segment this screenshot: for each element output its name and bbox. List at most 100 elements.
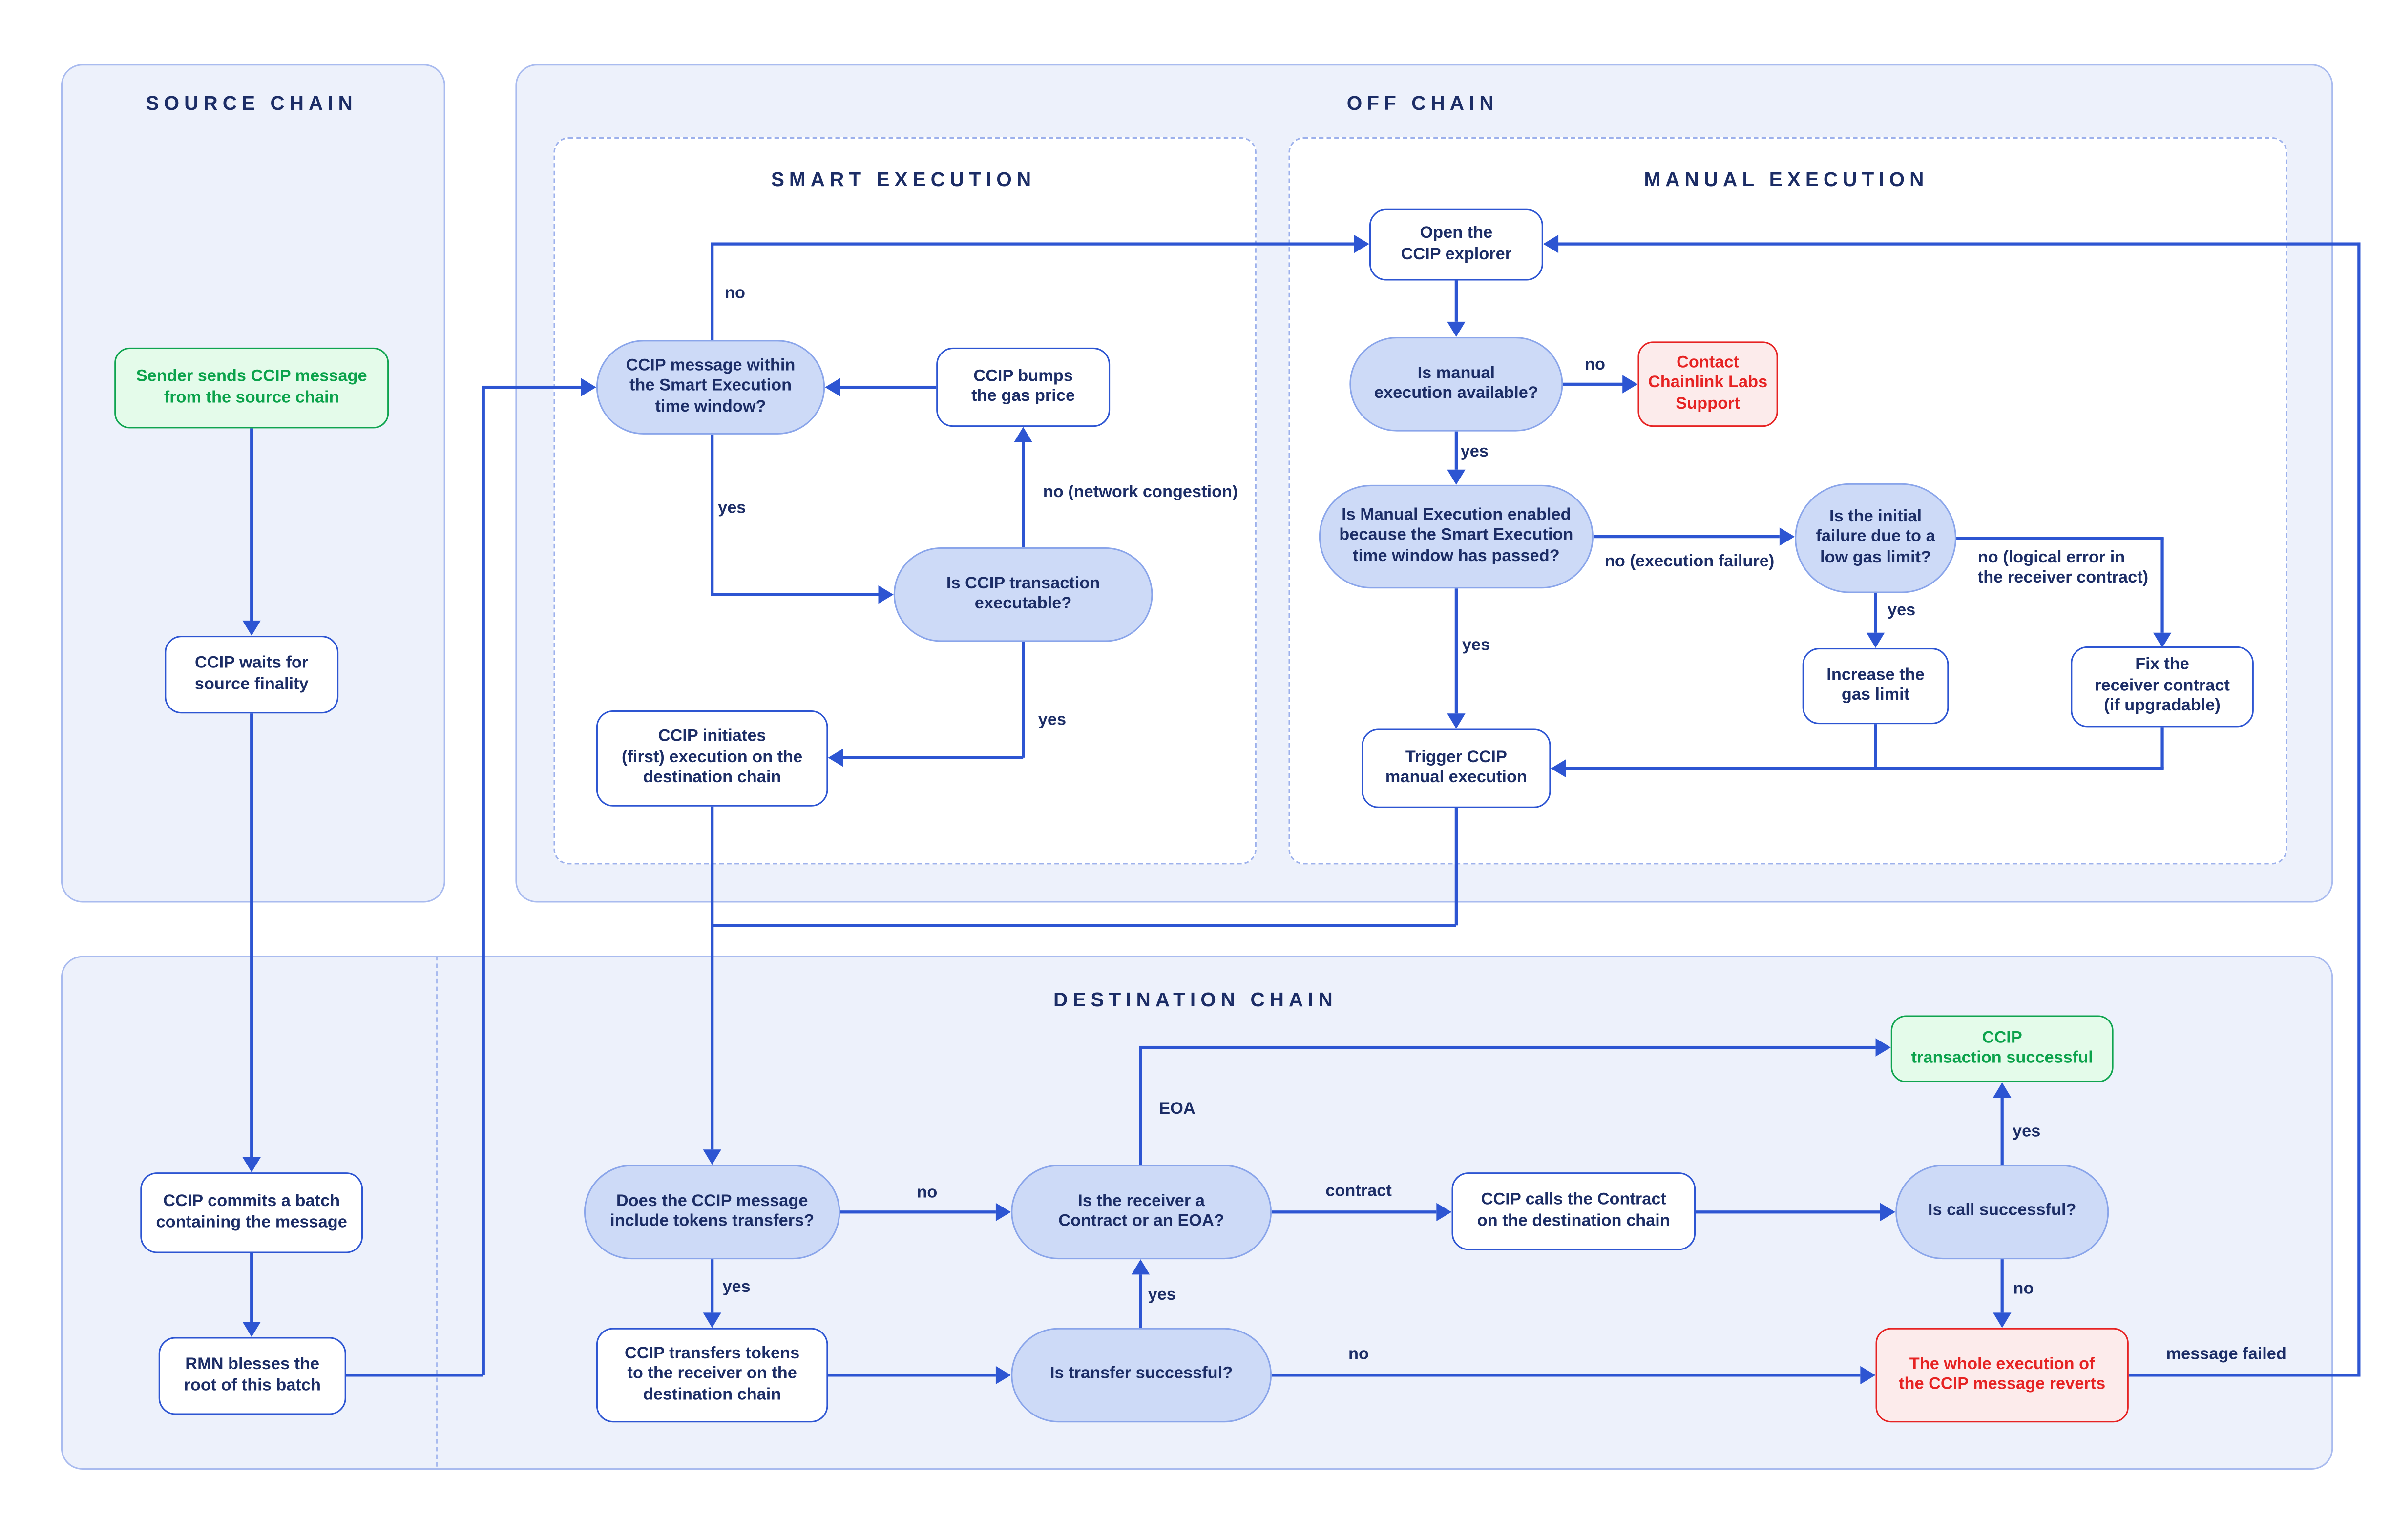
edge-merge-to-trigger: [1564, 767, 2164, 770]
node-contact-chainlink-support: Contact Chainlink Labs Support: [1637, 341, 1778, 427]
arrowhead-call-no: [1992, 1312, 2012, 1328]
edge-label-within-no: no: [724, 284, 745, 303]
edge-within-no-up: [711, 244, 713, 340]
edge-trigger-down: [1454, 808, 1458, 926]
smart-execution-title: SMART EXECUTION: [771, 167, 1036, 191]
arrowhead-to-transfers: [703, 1312, 721, 1328]
source-chain-panel: [61, 64, 445, 903]
arrowhead-rmn-to-within: [581, 378, 596, 396]
edge-within-no-to-open: [711, 242, 1354, 245]
edge-initiates-down: [711, 806, 713, 1150]
node-label: Sender sends CCIP message from the sourc…: [136, 367, 367, 407]
edge-trigger-to-initiates-line: [711, 924, 1456, 927]
edge-executable-to-bumps: [1022, 442, 1025, 547]
node-ccip-bumps-gas: CCIP bumps the gas price: [936, 347, 1111, 427]
node-fix-receiver-contract: Fix the receiver contract (if upgradable…: [2071, 646, 2254, 728]
edge-transfers-to-transfer-q: [828, 1374, 996, 1376]
edge-increase-down: [1874, 724, 1877, 769]
node-label: Fix the receiver contract (if upgradable…: [2095, 656, 2230, 716]
edge-eoa-to-success: [1139, 1045, 1876, 1049]
edge-within-yes-down: [711, 434, 713, 595]
edge-rmn-right: [346, 1374, 483, 1376]
edge-label-transfer-no: no: [1348, 1345, 1369, 1364]
edge-initial-no-down: [2160, 538, 2163, 633]
edge-contract: [1272, 1210, 1437, 1213]
node-open-ccip-explorer: Open the CCIP explorer: [1369, 208, 1543, 281]
edge-tokens-yes: [711, 1259, 713, 1313]
arrowhead-to-tokens-question: [703, 1149, 721, 1165]
arrowhead-to-open-left: [1354, 234, 1369, 253]
arrowhead-open-to-available: [1447, 321, 1466, 337]
edge-tokens-no: [840, 1210, 996, 1213]
edge-sender-to-waits: [250, 428, 253, 624]
node-transaction-executable: Is CCIP transaction executable?: [893, 547, 1153, 642]
arrowhead-to-receiver: [995, 1203, 1011, 1222]
edge-label-available-yes: yes: [1460, 443, 1489, 461]
node-label: CCIP transaction successful: [1911, 1028, 2093, 1067]
node-ccip-transfers-tokens: CCIP transfers tokens to the receiver on…: [596, 1328, 828, 1423]
arrowhead-to-calls: [1436, 1203, 1452, 1222]
edge-label-message-failed: message failed: [2166, 1345, 2286, 1364]
edge-label-within-yes: yes: [718, 499, 746, 518]
arrowhead-to-trigger: [1447, 713, 1466, 729]
edge-rmn-up: [482, 387, 484, 1375]
node-label: Is Manual Execution enabled because the …: [1339, 505, 1573, 565]
edge-initial-no-right: [1956, 537, 2164, 540]
edge-enabled-no: [1593, 535, 1780, 538]
node-increase-gas-limit: Increase the gas limit: [1802, 648, 1949, 725]
edge-eoa-up: [1139, 1047, 1142, 1165]
edge-within-yes-to-executable: [711, 593, 881, 596]
node-label: Open the CCIP explorer: [1401, 224, 1512, 263]
edge-bumps-to-within: [840, 385, 937, 389]
edge-open-to-available: [1454, 280, 1458, 322]
edge-executable-yes-down: [1022, 642, 1025, 758]
edge-message-failed-up: [2357, 242, 2360, 1377]
edge-label-low-gas-yes: yes: [1887, 601, 1916, 620]
edge-label-call-no: no: [2013, 1280, 2034, 1298]
arrowhead-to-enabled: [1447, 469, 1466, 485]
node-label: Contact Chainlink Labs Support: [1648, 353, 1768, 413]
arrowhead-into-open-right: [1543, 234, 1559, 253]
node-transfer-successful: Is transfer successful?: [1011, 1328, 1272, 1423]
arrowhead-to-transfer-q: [995, 1366, 1011, 1385]
edge-label-executable-yes: yes: [1038, 711, 1067, 730]
edge-rmn-to-within: [482, 385, 581, 389]
node-label: CCIP calls the Contract on the destinati…: [1477, 1190, 1670, 1230]
arrowhead-commits-to-rmn: [242, 1322, 261, 1337]
node-receiver-contract-or-eoa: Is the receiver a Contract or an EOA?: [1011, 1165, 1272, 1260]
node-label: Does the CCIP message include tokens tra…: [610, 1191, 815, 1230]
edge-label-logical-error: no (logical error in the receiver contra…: [1977, 549, 2149, 587]
node-ccip-initiates-execution: CCIP initiates (first) execution on the …: [596, 710, 828, 807]
node-ccip-calls-contract: CCIP calls the Contract on the destinati…: [1451, 1172, 1696, 1250]
arrowhead-bumps-to-within: [825, 378, 840, 396]
edge-label-enabled-yes: yes: [1462, 636, 1490, 655]
source-chain-title: SOURCE CHAIN: [146, 91, 357, 115]
arrowhead-to-reverts: [1860, 1366, 1876, 1385]
arrowhead-to-contact: [1622, 375, 1638, 394]
edge-available-no: [1563, 382, 1626, 385]
node-label: RMN blesses the root of this batch: [184, 1355, 321, 1394]
node-label: CCIP initiates (first) execution on the …: [622, 728, 803, 787]
node-label: Is call successful?: [1928, 1202, 2076, 1220]
node-ccip-commits-batch: CCIP commits a batch containing the mess…: [140, 1172, 363, 1253]
edge-label-eoa: EOA: [1159, 1100, 1196, 1119]
arrowhead-to-fix: [2153, 632, 2172, 648]
node-label: Is manual execution available?: [1374, 363, 1538, 403]
arrowhead-sender-to-waits: [242, 620, 261, 636]
arrowhead-to-initial-failure: [1779, 527, 1795, 546]
node-transaction-successful: CCIP transaction successful: [1890, 1015, 2114, 1082]
edge-label-network-congestion: no (network congestion): [1043, 483, 1238, 502]
edge-label-tokens-no: no: [917, 1184, 938, 1203]
edge-label-available-no: no: [1585, 356, 1606, 375]
arrowhead-call-yes: [1992, 1082, 2012, 1098]
arrowhead-executable-to-bumps: [1014, 427, 1032, 442]
node-initial-failure-low-gas: Is the initial failure due to a low gas …: [1795, 483, 1957, 593]
arrowhead-to-success: [1875, 1038, 1891, 1057]
node-label: CCIP waits for source finality: [194, 654, 309, 693]
node-manual-execution-available: Is manual execution available?: [1349, 337, 1563, 432]
arrowhead-to-executable: [878, 585, 894, 604]
edge-label-execution-failure: no (execution failure): [1604, 552, 1775, 571]
edge-fix-down: [2160, 727, 2163, 769]
off-chain-title: OFF CHAIN: [1346, 91, 1499, 115]
